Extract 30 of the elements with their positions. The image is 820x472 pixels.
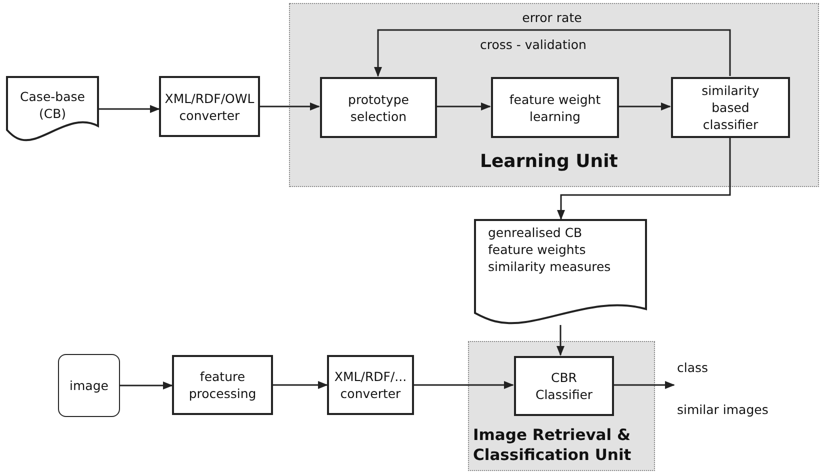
- arrow: [374, 29, 731, 77]
- arrow: [273, 381, 328, 389]
- unit-title: Image Retrieval & Classification Unit: [473, 425, 632, 465]
- process-box: similarity based classifier: [671, 77, 790, 138]
- arrow: [99, 105, 160, 113]
- arrow: [556, 325, 564, 356]
- process-box: prototype selection: [320, 77, 437, 138]
- document-text: feature weights: [488, 241, 586, 258]
- arrow: [618, 102, 671, 110]
- unit-title: Learning Unit: [480, 150, 618, 174]
- arrow: [557, 137, 731, 220]
- arrow: [260, 102, 320, 110]
- input-node: image: [58, 354, 120, 417]
- document-text: genrealised CB: [488, 224, 582, 241]
- unit-panel: [289, 3, 819, 187]
- output-label: class: [677, 360, 710, 376]
- output-label: similar images: [677, 402, 770, 418]
- arrow: [120, 382, 173, 390]
- arrow: [414, 381, 514, 389]
- process-box: CBR Classifier: [514, 356, 614, 416]
- document-text: similarity measures: [488, 258, 611, 275]
- process-box: XML/RDF/OWL converter: [159, 76, 260, 137]
- process-box: feature processing: [172, 355, 273, 415]
- process-box: feature weight learning: [491, 77, 619, 138]
- arrow: [613, 381, 675, 389]
- unit-panel: [468, 341, 655, 471]
- document-text: Case-base (CB): [19, 88, 86, 122]
- arrow: [436, 102, 491, 110]
- process-box: XML/RDF/... converter: [327, 355, 414, 415]
- edge-note: cross - validation: [480, 37, 586, 53]
